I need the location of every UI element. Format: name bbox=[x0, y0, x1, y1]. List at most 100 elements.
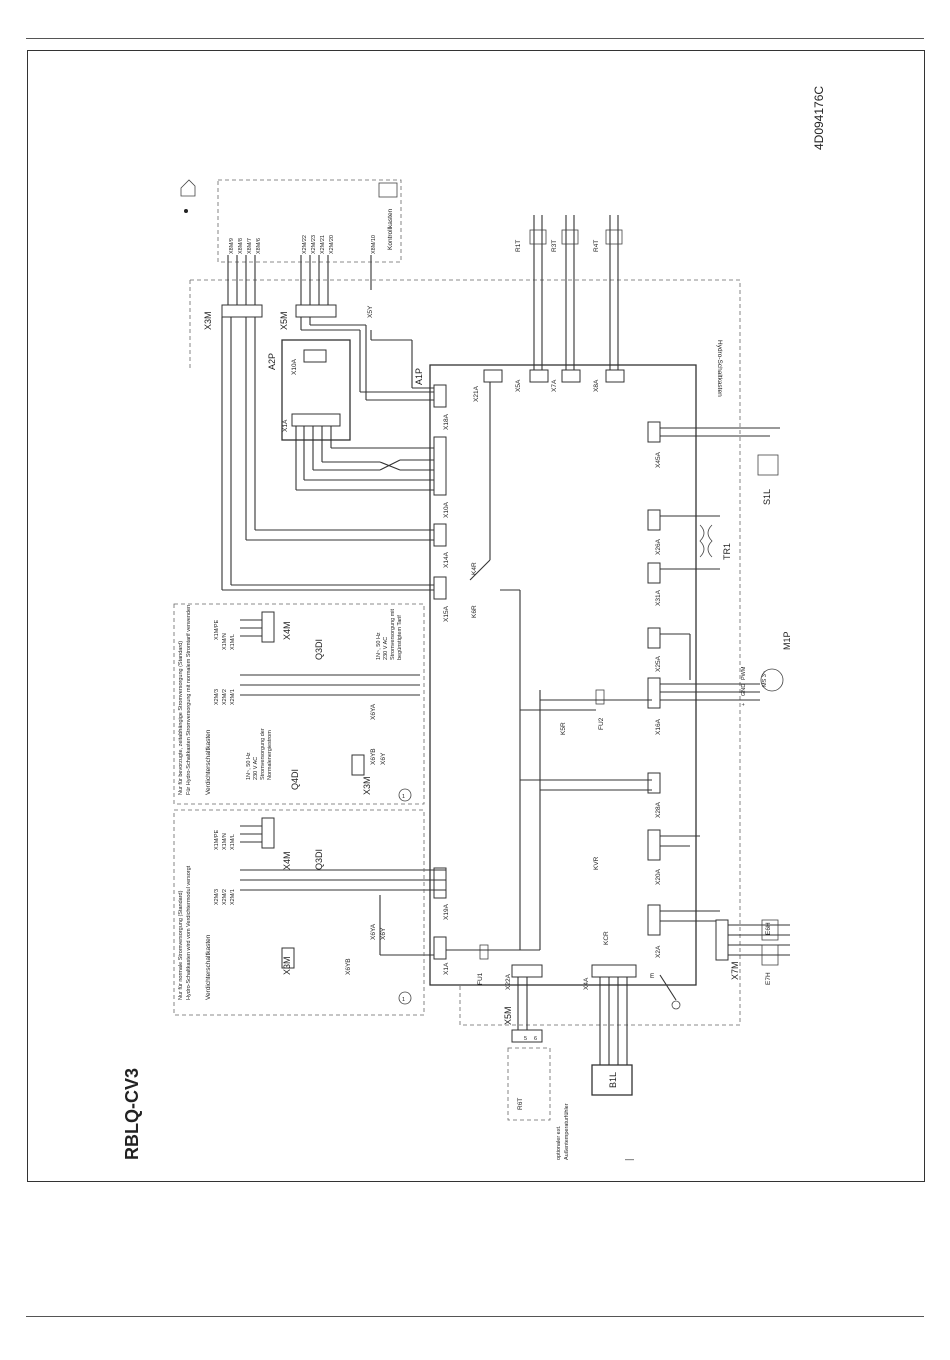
x15a-label: X15A bbox=[443, 605, 450, 622]
x8a-conn bbox=[605, 369, 625, 383]
e6h-symbol bbox=[761, 919, 779, 941]
k5r-label: K5R bbox=[560, 722, 567, 735]
m1p-plus: + bbox=[741, 703, 747, 706]
supply-5: 1N~, 50 Hz bbox=[376, 632, 382, 660]
supply-3: Stromversorgung der bbox=[260, 728, 266, 780]
x3m-strip bbox=[221, 304, 263, 318]
circle-1-bottom-label: 1 bbox=[402, 997, 405, 1003]
x4m-bottom-t3: X1M/L bbox=[230, 834, 236, 850]
top-rule bbox=[26, 38, 924, 39]
b1l-label: B1L bbox=[608, 1072, 618, 1088]
x4a-conn bbox=[591, 964, 637, 978]
e-label: E bbox=[650, 973, 655, 980]
house-icon bbox=[180, 179, 196, 197]
x5a-label: X5A bbox=[515, 379, 522, 392]
x22a-label: X22A bbox=[505, 973, 512, 990]
x25a-conn bbox=[647, 627, 661, 649]
x7a-conn bbox=[561, 369, 581, 383]
x7a-label: X7A bbox=[551, 379, 558, 392]
x16a-label: X16A bbox=[655, 718, 662, 735]
s1l-label: S1L bbox=[762, 489, 772, 505]
x4m-top-strip bbox=[261, 611, 275, 643]
verdichter-top-label: Verdichterschaltkasten bbox=[205, 729, 212, 795]
b1l-box bbox=[591, 1064, 633, 1096]
x3m-bottom-strip bbox=[281, 947, 295, 969]
a2p-box bbox=[281, 339, 351, 441]
x1a-label: X1A bbox=[443, 962, 450, 975]
x14a-label: X14A bbox=[443, 551, 450, 568]
x28a-conn bbox=[647, 772, 661, 794]
x20a-label: X20A bbox=[655, 868, 662, 885]
e7h-symbol bbox=[761, 944, 779, 966]
x4a-label: X4A bbox=[583, 977, 590, 990]
s1l-symbol bbox=[757, 454, 779, 476]
bottom-note-1: Nur für normale Stromversorgung (Standar… bbox=[178, 890, 184, 1000]
bottom-note-2: Hydro-Schaltkasten wird vom Verdichtermo… bbox=[186, 865, 192, 1000]
verdichter-bottom-box bbox=[173, 809, 425, 1016]
m1p-motor: MS 3~ bbox=[762, 671, 768, 687]
x4m-top-t2: X1M/N bbox=[222, 633, 228, 650]
x20a-conn bbox=[647, 829, 661, 861]
x2m-bottom-t1: X2M/3 bbox=[214, 889, 220, 905]
supply-6: 230 V AC bbox=[383, 637, 389, 660]
x10a-a2p bbox=[303, 349, 327, 363]
circle-1-top-label: 1 bbox=[402, 794, 405, 800]
right-wires bbox=[660, 427, 790, 956]
x7m-label: X7M bbox=[730, 961, 740, 980]
tr1-coil-a bbox=[699, 524, 705, 558]
x6yb-top-label: X6YB bbox=[370, 748, 377, 765]
x22a-conn bbox=[511, 964, 543, 978]
x4m-top-label: X4M bbox=[282, 621, 292, 640]
small-mark: — bbox=[625, 1154, 634, 1164]
q4di-label: Q4DI bbox=[290, 769, 300, 790]
x5a-conn bbox=[529, 369, 549, 383]
optional-1: optionaler ext. bbox=[556, 1125, 562, 1160]
x10a-conn bbox=[433, 436, 447, 496]
kvr-label: KVR bbox=[593, 856, 600, 870]
m1p-motor-symbol bbox=[760, 668, 784, 692]
x19a-conn bbox=[433, 867, 447, 899]
kontroll-house-icon bbox=[378, 182, 398, 198]
fu2-label: FU2 bbox=[598, 717, 605, 730]
q3di-top-label: Q3DI bbox=[314, 639, 324, 660]
verdichter-top-wires bbox=[240, 619, 420, 696]
x19a-label: X19A bbox=[443, 903, 450, 920]
q3di-bottom-label: Q3DI bbox=[314, 849, 324, 870]
x5m-label: X5M bbox=[279, 311, 289, 330]
x2m-bottom-t3: X2M/1 bbox=[230, 889, 236, 905]
tr1-label: TR1 bbox=[722, 543, 732, 560]
x4m-bottom-t1: X1M/PE bbox=[214, 829, 220, 850]
x28a-label: X28A bbox=[655, 801, 662, 818]
x1a-conn bbox=[433, 936, 447, 960]
verdichter-top-box bbox=[173, 603, 425, 805]
supply-8: begünstigtem Tarif bbox=[397, 615, 403, 660]
x21a-conn bbox=[483, 369, 503, 383]
x2m-top-t1: X2M/3 bbox=[214, 689, 220, 705]
x2m-22: X2M/22 bbox=[302, 235, 308, 254]
sensor-wires bbox=[533, 215, 619, 370]
a1p-bus-wires bbox=[221, 317, 677, 1065]
fu1-label: FU1 bbox=[477, 972, 484, 985]
k6r-label: K6R bbox=[471, 605, 478, 618]
dot-icon bbox=[184, 209, 188, 213]
x6y-top-label: X6Y bbox=[380, 752, 387, 765]
x4m-top-t3: X1M/L bbox=[230, 634, 236, 650]
supply-1: 1N~, 50 Hz bbox=[246, 752, 252, 780]
x16a-conn bbox=[647, 677, 661, 709]
x5m-strip bbox=[295, 304, 337, 318]
verdichter-bottom-wires bbox=[240, 825, 375, 891]
x26a-conn bbox=[647, 509, 661, 531]
x10a-label: X10A bbox=[443, 501, 450, 518]
x3m-bottom-label: X3M bbox=[282, 956, 292, 975]
x8a-label: X8A bbox=[593, 379, 600, 392]
x21a-label: X21A bbox=[473, 385, 480, 402]
x8m-8: X8M/8 bbox=[238, 238, 244, 254]
circle-1-top bbox=[398, 788, 412, 802]
x1a-a2p bbox=[291, 413, 341, 427]
m1p-pwm: PWM bbox=[741, 666, 747, 680]
x8m-6: X8M/6 bbox=[256, 238, 262, 254]
r4t-symbol bbox=[605, 229, 623, 245]
x5m-bottom-label: X5M bbox=[503, 1006, 513, 1025]
